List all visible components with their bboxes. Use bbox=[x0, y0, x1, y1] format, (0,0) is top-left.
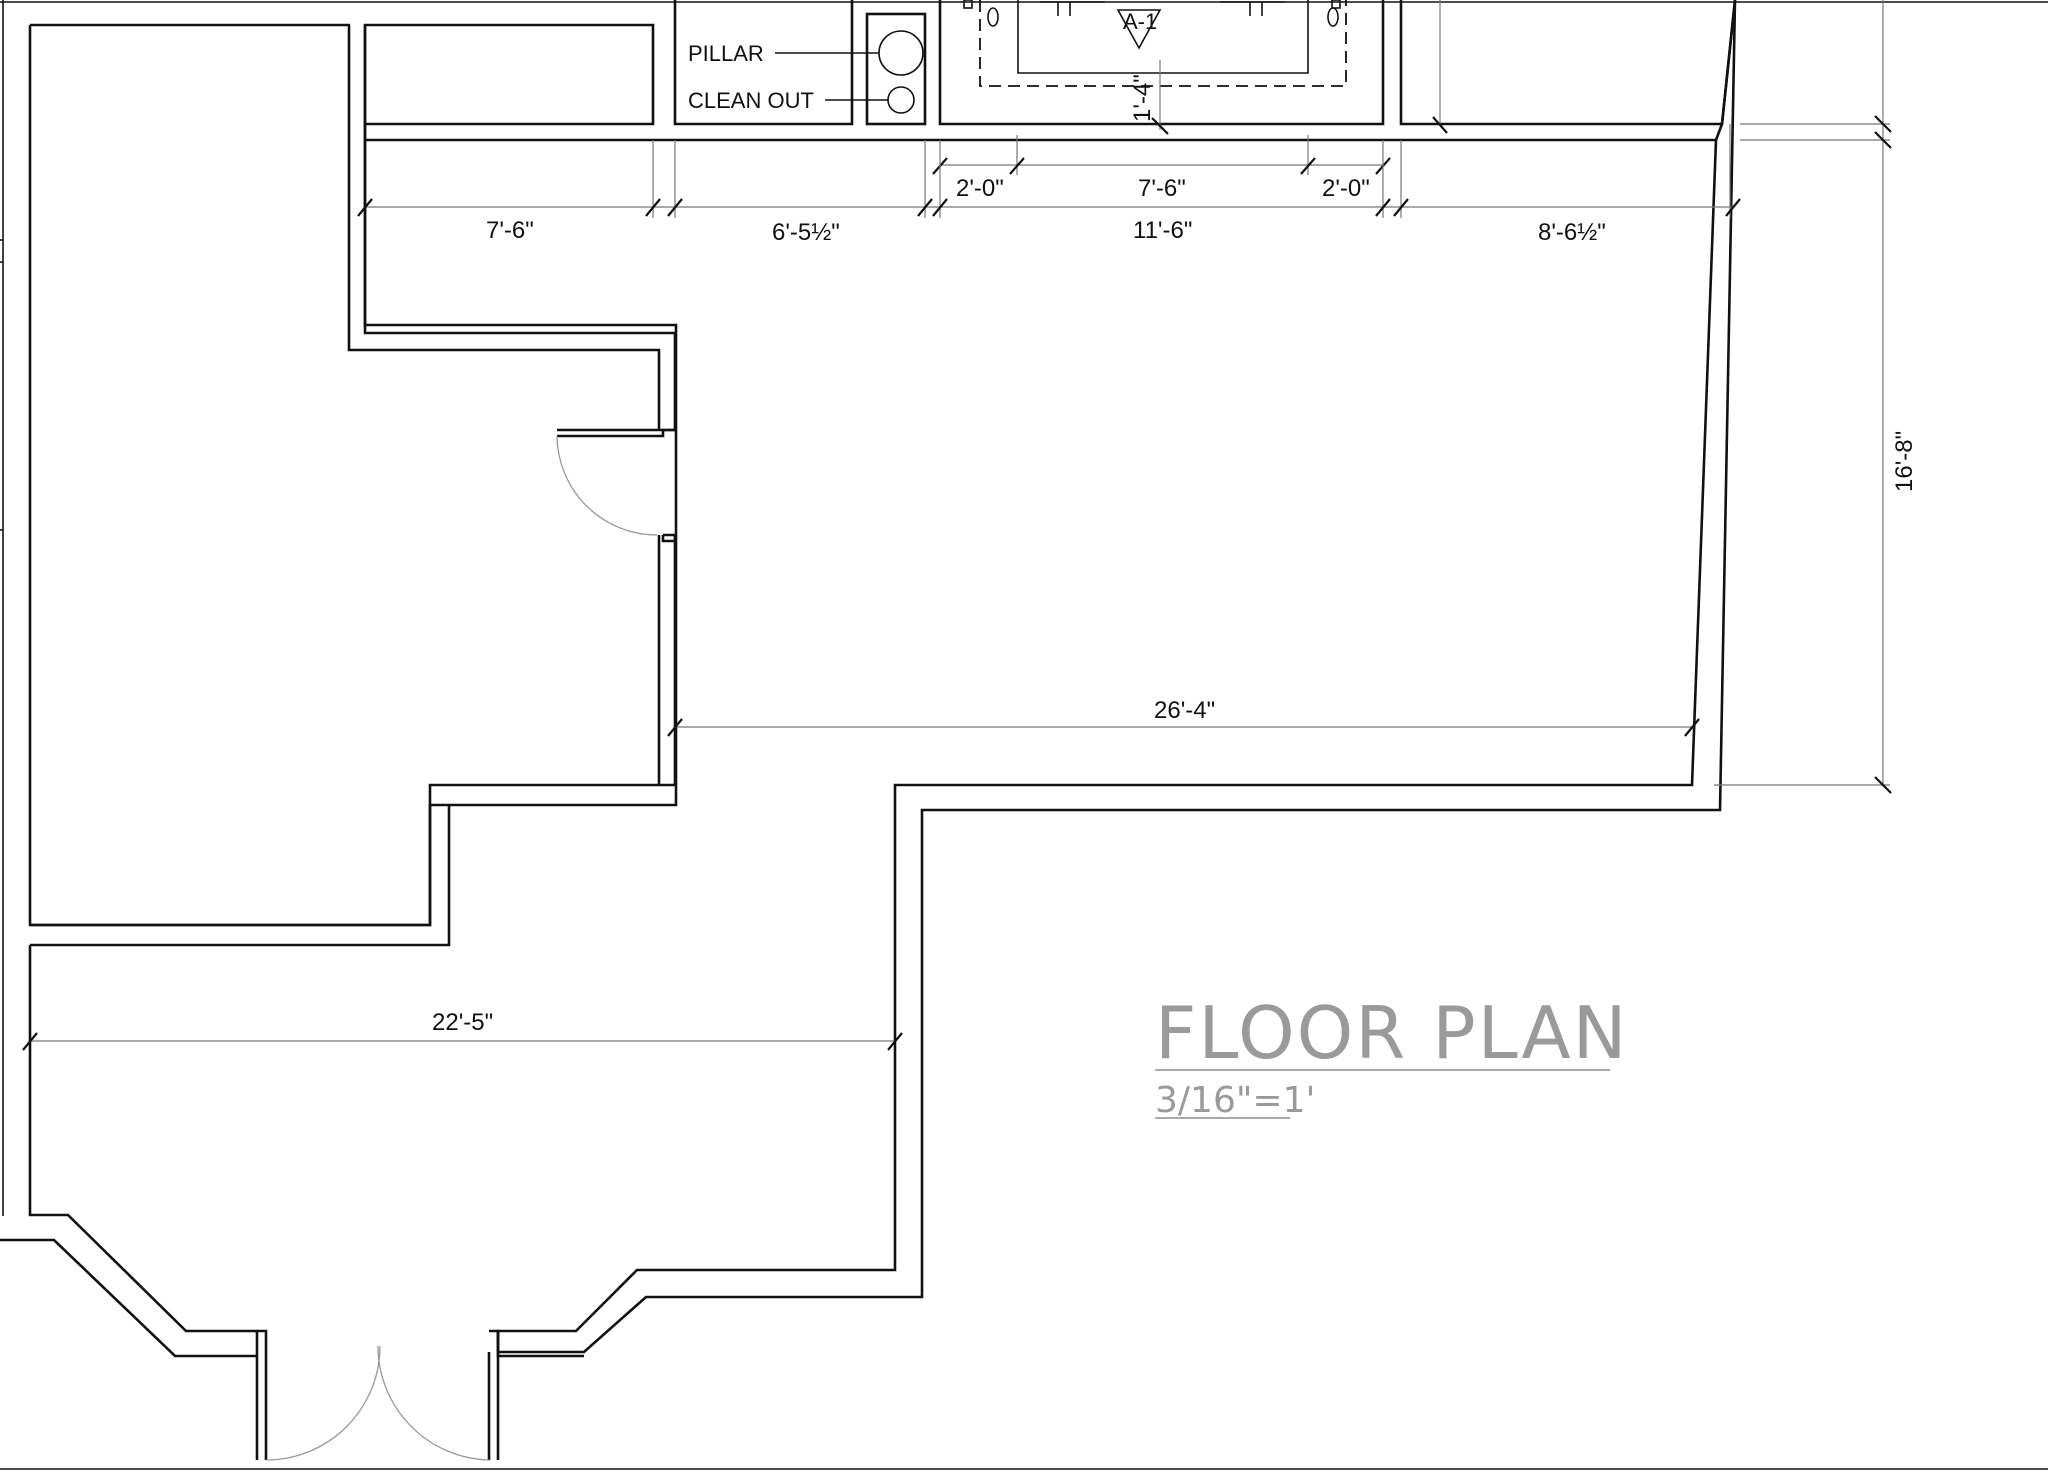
dim-vertical-right: 16'-8" bbox=[1891, 431, 1918, 492]
restroom-inner bbox=[1017, 0, 1309, 74]
restroom-block bbox=[938, 0, 1385, 126]
top-left-room-outer bbox=[28, 23, 678, 927]
dim-top-row-4: 8'-6½" bbox=[1538, 219, 1606, 246]
tick bbox=[667, 198, 683, 217]
tick bbox=[667, 718, 683, 737]
fixture-oval-left bbox=[987, 7, 999, 27]
tick bbox=[1874, 776, 1892, 794]
pillar-label: PILLAR bbox=[688, 41, 764, 66]
pillar-room bbox=[673, 0, 854, 126]
double-door-right-arc bbox=[377, 1345, 490, 1461]
cleanout-label: CLEAN OUT bbox=[688, 88, 814, 113]
cleanout-box bbox=[865, 12, 927, 126]
main-room-inner-wall bbox=[30, 140, 677, 927]
scale-label: 3/16"=1' bbox=[1155, 1080, 1315, 1121]
tick bbox=[357, 198, 373, 217]
dim-top-row-1: 7'-6" bbox=[486, 217, 534, 244]
top-left-small-room bbox=[363, 23, 655, 126]
tick bbox=[22, 1032, 38, 1051]
fixture-left bbox=[1040, 1, 1105, 16]
main-room-outer-wall bbox=[347, 25, 1718, 1352]
dim-upper-left: 2'-0" bbox=[956, 175, 1004, 202]
dim-upper-right: 2'-0" bbox=[1322, 175, 1370, 202]
dim-vertical-small: 1'-4" bbox=[1129, 74, 1156, 122]
dim-top-row-2: 6'-5½" bbox=[772, 219, 840, 246]
dim-upper-mid: 7'-6" bbox=[1138, 175, 1186, 202]
door-jamb-lower bbox=[661, 535, 677, 543]
tick bbox=[1300, 157, 1316, 175]
door-jamb-upper bbox=[557, 428, 675, 438]
restroom-dashed-area bbox=[979, 0, 1347, 87]
tick bbox=[932, 198, 948, 217]
tick bbox=[1874, 131, 1892, 149]
tick bbox=[1874, 115, 1892, 133]
fixture-mark-left bbox=[963, 0, 973, 9]
double-door-right-jamb bbox=[487, 1329, 500, 1460]
lower-wing-wall bbox=[28, 805, 451, 1352]
tick bbox=[917, 198, 933, 217]
section-marker-label: A-1 bbox=[1123, 9, 1157, 34]
dim-mid-span: 26'-4" bbox=[1154, 697, 1215, 724]
tick bbox=[1393, 198, 1409, 217]
tick bbox=[1432, 116, 1448, 134]
dim-top-row-3: 11'-6" bbox=[1133, 217, 1192, 244]
top-right-room bbox=[1399, 0, 1737, 126]
door-swing-arc bbox=[556, 435, 658, 536]
double-door-left-arc bbox=[265, 1345, 381, 1461]
fixture-mark-right bbox=[1331, 0, 1341, 9]
tick bbox=[1009, 157, 1025, 175]
tick bbox=[887, 1032, 903, 1051]
main-room-outer-boundary bbox=[498, 0, 1737, 1354]
fixture-right bbox=[1220, 1, 1285, 16]
tick bbox=[1375, 198, 1391, 217]
tick bbox=[645, 198, 661, 217]
cleanout-circle bbox=[887, 86, 915, 114]
double-door-left-jamb bbox=[255, 1329, 268, 1460]
lower-wing-outer bbox=[0, 1238, 257, 1358]
tick bbox=[1684, 718, 1700, 737]
fixture-oval-right bbox=[1327, 7, 1339, 27]
pillar-circle bbox=[878, 30, 924, 76]
floor-plan-title: FLOOR PLAN bbox=[1155, 991, 1629, 1075]
tick bbox=[1725, 198, 1741, 217]
section-marker-triangle bbox=[1116, 9, 1162, 50]
upper-wall-line bbox=[363, 123, 1724, 141]
tick bbox=[1151, 117, 1169, 135]
dim-lower-span: 22'-5" bbox=[432, 1009, 493, 1036]
